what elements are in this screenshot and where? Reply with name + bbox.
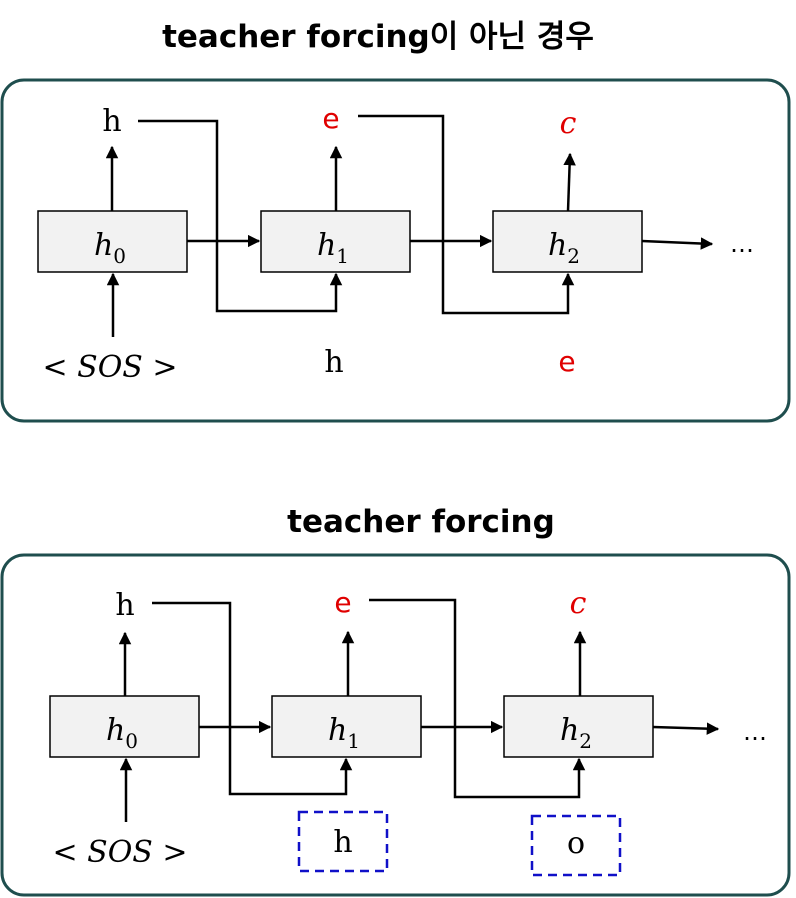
top-feedback-h xyxy=(138,119,343,313)
bottom-input-3: o xyxy=(567,826,585,861)
bottom-section: teacher forcing h0 h1 h2 h e c < SOS > xyxy=(0,504,791,897)
top-cell-h0-sub: 0 xyxy=(113,244,126,268)
bottom-cell-h0: h0 xyxy=(49,695,200,758)
top-title: teacher forcing이 아닌 경우 xyxy=(162,19,594,55)
top-cell-h0: h0 xyxy=(37,210,188,273)
bottom-cell-h0-sub: 0 xyxy=(125,729,138,753)
top-cell-h2-base: h xyxy=(548,228,567,263)
svg-text:h2: h2 xyxy=(548,228,580,268)
top-section: teacher forcing이 아닌 경우 h0 h1 h2 h e c < … xyxy=(0,19,791,423)
top-arrow-h2-next xyxy=(641,237,714,250)
top-cell-h1-sub: 1 xyxy=(336,244,349,268)
bottom-title: teacher forcing xyxy=(287,504,555,540)
bottom-output-3: c xyxy=(570,586,587,621)
top-continuation: … xyxy=(730,230,754,258)
bottom-cell-h1: h1 xyxy=(271,695,422,758)
top-output-2: e xyxy=(322,102,339,135)
top-arrow-h2-out xyxy=(563,152,576,212)
top-input-2: h xyxy=(324,345,343,380)
svg-text:h2: h2 xyxy=(560,713,592,753)
bottom-cell-h1-base: h xyxy=(328,713,347,748)
bottom-output-1: h xyxy=(115,588,134,623)
top-input-3: e xyxy=(558,345,575,378)
bottom-input-sos: < SOS > xyxy=(52,835,187,870)
bottom-connector-2 xyxy=(369,598,586,799)
bottom-arrow-h2-next xyxy=(652,722,720,735)
svg-text:h0: h0 xyxy=(94,228,126,268)
top-cell-h2-sub: 2 xyxy=(567,244,580,268)
top-feedback-e xyxy=(358,114,575,315)
top-cell-h0-base: h xyxy=(94,228,113,263)
bottom-input-2: h xyxy=(333,825,352,860)
bottom-cell-h2-sub: 2 xyxy=(579,729,592,753)
svg-text:h0: h0 xyxy=(106,713,138,753)
top-cell-h1: h1 xyxy=(260,210,411,273)
top-cell-h2: h2 xyxy=(492,210,643,273)
bottom-output-2: e xyxy=(334,586,351,619)
bottom-cell-h2: h2 xyxy=(503,695,654,758)
bottom-cell-h0-base: h xyxy=(106,713,125,748)
bottom-continuation: … xyxy=(743,718,767,746)
top-output-3: c xyxy=(560,106,577,141)
top-cell-h1-base: h xyxy=(317,228,336,263)
top-input-sos: < SOS > xyxy=(42,350,177,385)
bottom-cell-h2-base: h xyxy=(560,713,579,748)
svg-text:h1: h1 xyxy=(328,713,360,753)
svg-text:h1: h1 xyxy=(317,228,349,268)
bottom-cell-h1-sub: 1 xyxy=(347,729,360,753)
bottom-connector-1 xyxy=(152,601,353,796)
top-output-1: h xyxy=(102,104,121,139)
